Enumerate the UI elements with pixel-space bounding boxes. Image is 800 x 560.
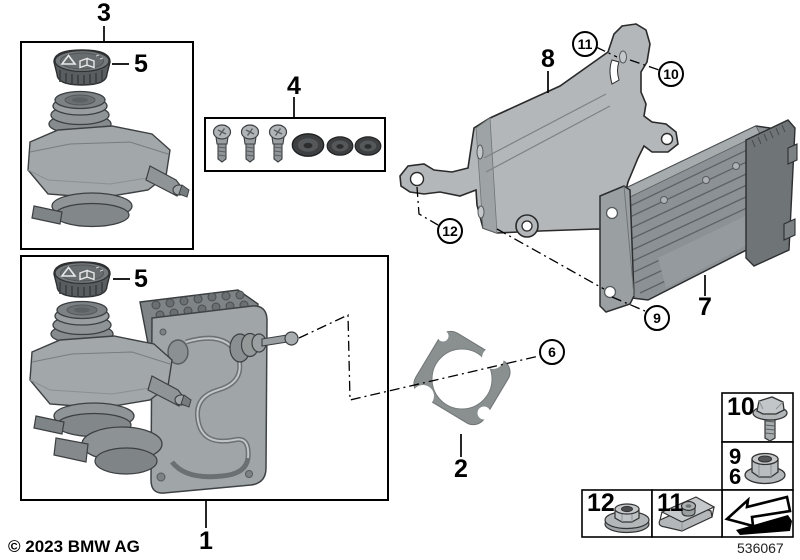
- box-master-unit: [20, 255, 389, 501]
- item-label-1[interactable]: 1: [199, 527, 213, 555]
- legend-label-10[interactable]: 10: [727, 393, 755, 421]
- gasket-icon: [412, 330, 511, 426]
- flange-nut-icon: [744, 452, 786, 485]
- legend-label-11[interactable]: 11: [657, 489, 684, 517]
- item-label-7[interactable]: 7: [698, 293, 712, 321]
- bracket-icon: [399, 23, 679, 238]
- item-label-2[interactable]: 2: [454, 455, 468, 483]
- item-label-5-box3[interactable]: 5: [134, 50, 148, 78]
- sheet-number: 536067: [737, 540, 784, 556]
- cap-icon: [53, 261, 111, 298]
- cap-icon: [53, 49, 111, 86]
- box-reservoir-kit: [20, 41, 194, 250]
- legend-label-9[interactable]: 9: [729, 444, 742, 469]
- frame-boxes: [20, 41, 389, 501]
- reservoir-icon: [27, 90, 190, 228]
- callout-9[interactable]: 9: [644, 305, 670, 331]
- callout-12[interactable]: 12: [437, 218, 463, 244]
- leader-lines: [103, 26, 706, 528]
- box-mount-kit: [204, 117, 386, 172]
- direction-arrow-icon: [724, 495, 792, 535]
- grommet-icon: [291, 133, 382, 157]
- alignment-lines: [298, 46, 660, 401]
- legend-label-12[interactable]: 12: [587, 489, 615, 517]
- callout-10[interactable]: 10: [658, 61, 684, 87]
- bolt-icon: [752, 396, 788, 442]
- plastic-nut-icon: [604, 503, 650, 534]
- clip-icon: [658, 496, 716, 532]
- item-label-3[interactable]: 3: [97, 0, 111, 27]
- callout-11[interactable]: 11: [572, 31, 598, 57]
- item-label-8[interactable]: 8: [541, 45, 555, 73]
- screw-icon: [212, 124, 288, 163]
- ecu-icon: [599, 119, 798, 313]
- copyright-text: © 2023 BMW AG: [8, 537, 140, 556]
- item-label-4[interactable]: 4: [287, 72, 301, 100]
- callout-6[interactable]: 6: [539, 339, 565, 365]
- master-cylinder-icon: [29, 289, 299, 494]
- item-label-5-box1[interactable]: 5: [134, 265, 148, 293]
- legend-label-6[interactable]: 6: [729, 464, 742, 489]
